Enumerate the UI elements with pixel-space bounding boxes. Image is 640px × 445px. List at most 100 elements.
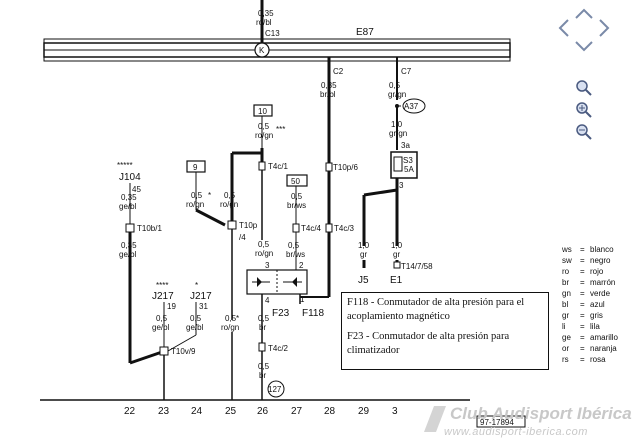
- bus-bar: E87: [43, 27, 511, 62]
- wire-c7-size: 0,5: [389, 81, 401, 90]
- box-10-size: 0,5: [258, 122, 270, 131]
- box-9-color: ro/gn: [186, 200, 204, 209]
- t10b1-label: T10b/1: [137, 224, 162, 233]
- k-symbol: K: [259, 46, 265, 55]
- svg-text:=: =: [580, 256, 585, 265]
- svg-text:=: =: [580, 278, 585, 287]
- col-24: 24: [191, 406, 203, 417]
- svg-text:=: =: [580, 311, 585, 320]
- col-29: 29: [358, 406, 370, 417]
- fuse-pin-3a: 3a: [401, 141, 410, 150]
- t10v9-label: T10v/9: [171, 347, 196, 356]
- legend-name-5: azul: [590, 300, 605, 309]
- legend-code-9: or: [562, 344, 569, 353]
- box-9-star: *: [208, 191, 211, 200]
- j217b-color: ge/bl: [186, 323, 204, 332]
- legend-code-3: br: [562, 278, 569, 287]
- svg-text:=: =: [580, 333, 585, 342]
- wire-c7-color: gr/gn: [388, 90, 406, 99]
- j217-b: * J217 31 0,5 ge/bl: [167, 281, 212, 352]
- legend-code-6: gr: [562, 311, 569, 320]
- legend-code-7: li: [562, 322, 566, 331]
- legend-name-1: negro: [590, 256, 611, 265]
- wire-c2-connector: C2: [333, 67, 344, 76]
- legend-code-10: rs: [562, 355, 569, 364]
- col-22: 22: [124, 406, 136, 417]
- svg-text:=: =: [580, 245, 585, 254]
- zoom-icon[interactable]: [576, 80, 592, 96]
- zoom-out-icon[interactable]: [576, 124, 592, 140]
- legend-separators: == == == == == =: [580, 245, 585, 364]
- wire-c2: C2 0,35 br/bl T10p/6 T4c/3: [300, 57, 358, 298]
- ref-127: 127: [268, 385, 282, 394]
- box-10-label: 10: [258, 107, 267, 116]
- legend-code-2: ro: [562, 267, 570, 276]
- nav-down-arrow[interactable]: [575, 41, 593, 52]
- box-9-label: 9: [193, 163, 198, 172]
- j5-color: gr: [360, 250, 367, 259]
- t4c2-label: T4c/2: [268, 344, 289, 353]
- f118-wire-size: 0,5: [288, 241, 300, 250]
- wire-a-color: ro/gn: [221, 323, 239, 332]
- j217b-label: J217: [190, 291, 212, 302]
- e1-color: gr: [393, 250, 400, 259]
- nav-up-arrow[interactable]: [575, 8, 593, 19]
- watermark: Club Audisport Ibérica www.audisport-ibe…: [420, 398, 635, 443]
- col-28: 28: [324, 406, 336, 417]
- f23-wire-color: ro/gn: [255, 249, 273, 258]
- top-wire: 0,35 ro/bl C13 K: [254, 0, 280, 58]
- j217b-star: *: [195, 281, 198, 290]
- f23-pin-right: 2: [299, 261, 304, 270]
- box-9: 9 0,5 ro/gn *: [186, 160, 226, 227]
- fuse-pin-3: 3: [399, 181, 404, 190]
- doc-code: 97-17894: [480, 418, 514, 427]
- j217a-color: ge/bl: [152, 323, 170, 332]
- nav-left-arrow[interactable]: [558, 19, 569, 37]
- note-f118: F118 - Conmutador de alta presión para e…: [347, 297, 525, 322]
- f23-wire-size: 0,5: [258, 240, 270, 249]
- t4c3-label: T4c/3: [334, 224, 355, 233]
- wire-a-star: *: [236, 314, 239, 323]
- legend-code-4: gn: [562, 289, 571, 298]
- zoom-in-icon[interactable]: [576, 102, 592, 118]
- column-numbers: 22 23 24 25 26 27 28 29 3: [124, 406, 398, 417]
- e1-size: 1,0: [391, 241, 403, 250]
- wire-c2-color: br/bl: [320, 90, 336, 99]
- j5-size: 1,0: [358, 241, 370, 250]
- t4c4-label: T4c/4: [301, 224, 322, 233]
- nav-right-arrow[interactable]: [599, 19, 610, 37]
- svg-text:=: =: [580, 322, 585, 331]
- j104: ***** J104 45 0,35 ge/bl T10b/1 0,35 ge/…: [117, 161, 163, 365]
- legend-name-9: naranja: [590, 344, 617, 353]
- j104-size: 0,35: [121, 193, 137, 202]
- bottom-size: 0,5: [258, 314, 270, 323]
- j104-pin: 45: [132, 185, 141, 194]
- watermark-logo-icon: [424, 406, 446, 432]
- svg-text:=: =: [580, 267, 585, 276]
- j104-label: J104: [119, 172, 141, 183]
- j217b-size: 0,5: [190, 314, 202, 323]
- legend-name-3: marrón: [590, 278, 615, 287]
- box-10-stars: ***: [276, 125, 285, 134]
- wire-a-size: 0,5: [225, 314, 237, 323]
- box-10: 10 0,5 ro/gn *** T4c/1: [230, 104, 289, 240]
- box-9-size: 0,5: [191, 191, 203, 200]
- fuse-label: S3: [403, 156, 413, 165]
- wire-c7-connector: C7: [401, 67, 412, 76]
- legend-name-7: lila: [590, 322, 600, 331]
- legend-code-5: bl: [562, 300, 568, 309]
- t10p-sub: /4: [239, 233, 246, 242]
- j217a-size: 0,5: [156, 314, 168, 323]
- wire-e1: 1,0 gr T14/7/58 E1: [390, 241, 433, 286]
- legend-code-1: sw: [562, 256, 572, 265]
- note-f23: F23 - Conmutador de alta presión para cl…: [347, 331, 510, 356]
- wire-c2-size: 0,35: [321, 81, 337, 90]
- j217a-pin: 19: [167, 302, 176, 311]
- col-25: 25: [225, 406, 237, 417]
- box-50-size: 0,5: [291, 192, 303, 201]
- legend-name-2: rojo: [590, 267, 604, 276]
- watermark-title: Club Audisport Ibérica: [450, 404, 632, 423]
- fuse-wire-color: gr/gn: [389, 129, 407, 138]
- f23-pin-left: 4: [265, 296, 270, 305]
- box-10-color: ro/gn: [255, 131, 273, 140]
